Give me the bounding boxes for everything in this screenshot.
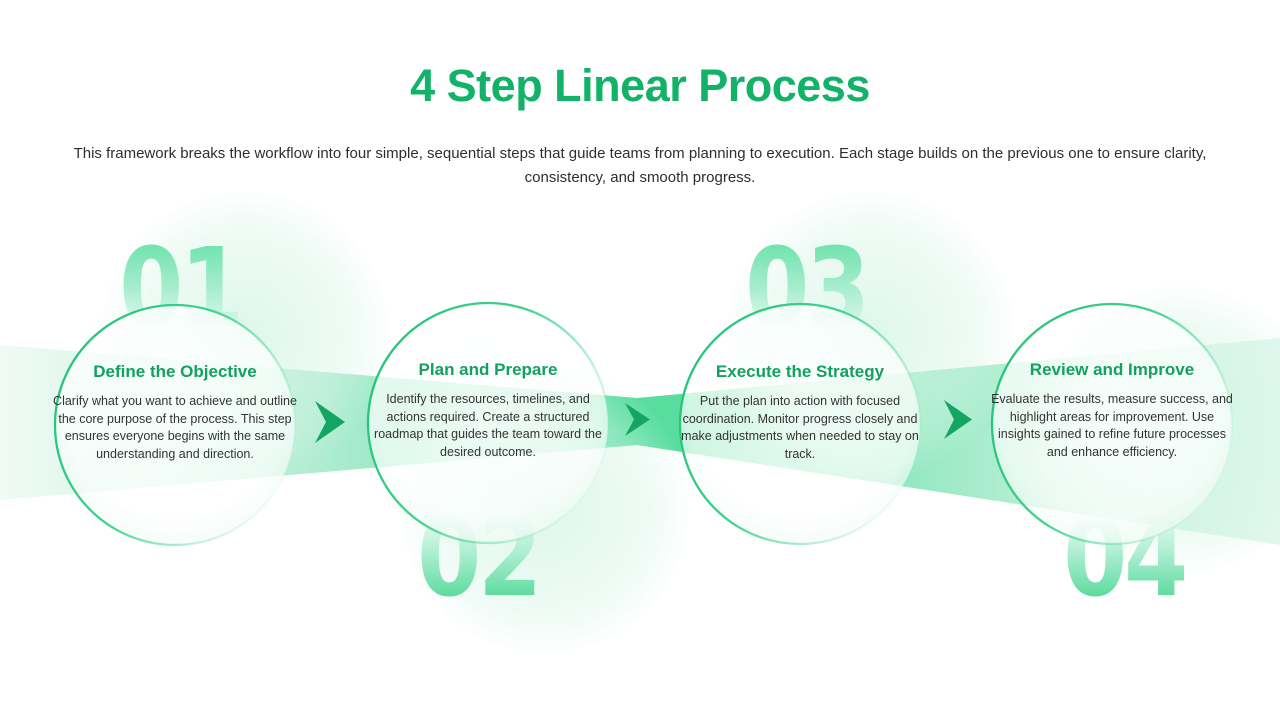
step-circle <box>678 302 922 546</box>
step-circle <box>366 301 610 545</box>
step-description: Identify the resources, timelines, and a… <box>374 392 602 459</box>
step-circle <box>53 303 297 547</box>
step-description: Put the plan into action with focused co… <box>681 394 919 461</box>
step-title: Review and Improve <box>1029 360 1195 379</box>
chevron-right-icon <box>625 403 650 436</box>
step-title: Plan and Prepare <box>418 360 558 379</box>
step-card-1: Define the Objective Clarify what you wa… <box>53 362 297 463</box>
step-title: Define the Objective <box>93 362 257 381</box>
chevron-right-icon <box>315 401 345 443</box>
step-card-3: Execute the Strategy Put the plan into a… <box>678 362 922 463</box>
page-subtitle: This framework breaks the workflow into … <box>73 145 1207 186</box>
chevron-right-icon <box>944 400 972 439</box>
page-title: 4 Step Linear Process <box>410 60 870 111</box>
step-card-2: Plan and Prepare Identify the resources,… <box>366 360 610 461</box>
step-circle <box>990 302 1234 546</box>
step-title: Execute the Strategy <box>715 362 885 381</box>
step-description: Evaluate the results, measure success, a… <box>991 392 1233 459</box>
step-description: Clarify what you want to achieve and out… <box>53 394 297 461</box>
step-card-4: Review and Improve Evaluate the results,… <box>990 360 1234 461</box>
